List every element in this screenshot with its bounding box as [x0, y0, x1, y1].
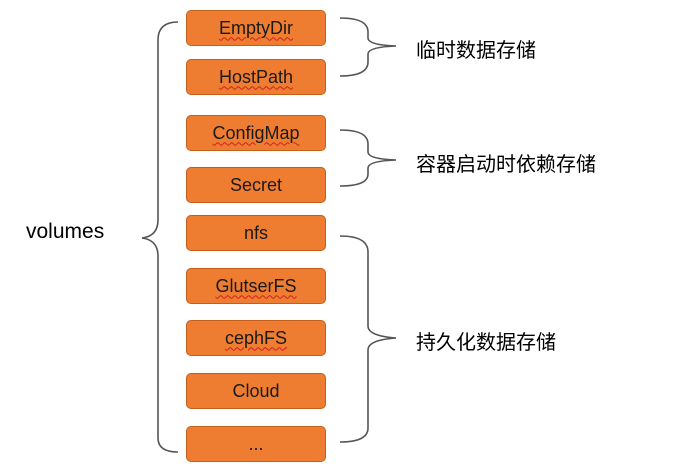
volume-glutserfs: GlutserFS [186, 268, 326, 304]
volume-cloud: Cloud [186, 373, 326, 409]
group-brace-persistent [339, 235, 397, 443]
volume-label: GlutserFS [215, 275, 297, 296]
volume-label: cephFS [224, 327, 288, 348]
volume-configmap: ConfigMap [186, 115, 326, 151]
volume-label: ConfigMap [212, 122, 300, 143]
root-brace [141, 21, 179, 453]
volume-hostpath: HostPath [186, 59, 326, 95]
group-label-container-startup: 容器启动时依赖存储 [416, 152, 596, 176]
volume-label: ... [248, 433, 264, 454]
volume-label: Cloud [232, 380, 280, 401]
group-label-temporary: 临时数据存储 [416, 38, 536, 62]
volume-label: nfs [243, 222, 268, 243]
volume-label: Secret [229, 174, 283, 195]
group-brace-temp [339, 17, 397, 77]
volume-secret: Secret [186, 167, 326, 203]
volume-cephfs: cephFS [186, 320, 326, 356]
volume-label: EmptyDir [218, 17, 293, 38]
group-brace-config [339, 129, 397, 187]
root-label: volumes [26, 220, 105, 243]
volume-nfs: nfs [186, 215, 326, 251]
group-label-persistent: 持久化数据存储 [416, 330, 556, 354]
volume-emptydir: EmptyDir [186, 10, 326, 46]
volume-label: HostPath [218, 66, 294, 87]
volume-more: ... [186, 426, 326, 462]
